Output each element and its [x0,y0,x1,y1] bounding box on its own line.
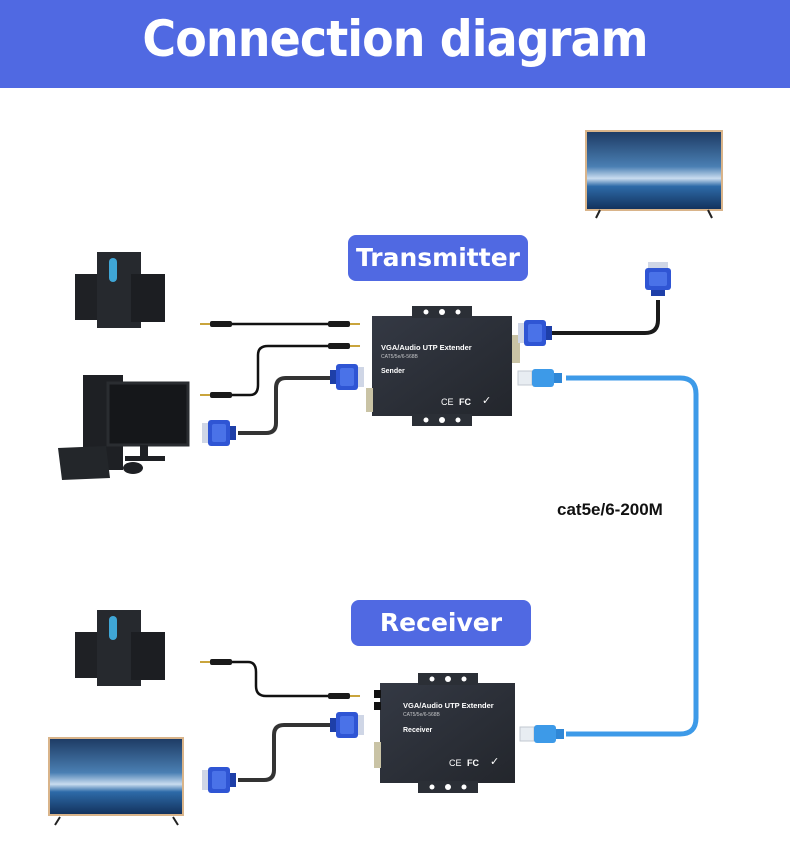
rohs-mark: ✓ [482,395,491,407]
tv-display-icon [585,130,723,219]
network-cable [517,368,699,744]
header-banner: Connection diagram [0,0,790,88]
audio-cable [200,659,360,699]
rohs-mark: ✓ [490,756,499,768]
transmitter-unit: VGA/Audio UTP Extender CAT5/5e/6-568B Se… [366,306,520,426]
unit-product-label: VGA/Audio UTP Extender [403,701,494,710]
speaker-system-icon [75,252,165,328]
ce-mark: CE [441,397,454,407]
unit-spec-label: CAT5/5e/6-568B [403,712,441,718]
unit-product-label: VGA/Audio UTP Extender [381,343,472,352]
unit-spec-label: CAT5/5e/6-568B [381,354,419,360]
ce-mark: CE [449,758,462,768]
unit-role-label: Sender [381,368,405,375]
desktop-computer-icon [58,375,190,480]
vga-cable [202,712,364,793]
unit-role-label: Receiver [403,727,432,734]
speaker-system-icon [75,610,165,686]
tv-display-icon [48,737,184,826]
vga-cable [202,364,364,446]
audio-cable [200,343,360,398]
fc-mark: FC [459,397,471,407]
receiver-unit: VGA/Audio UTP Extender CAT5/5e/6-568B Re… [374,673,515,793]
audio-cable [200,321,360,327]
cable-spec-label: cat5e/6-200M [557,500,663,519]
transmitter-label: Transmitter [348,235,528,281]
fc-mark: FC [467,758,479,768]
vga-cable [518,262,671,346]
page-title: Connection diagram [142,10,648,68]
receiver-label: Receiver [351,600,531,646]
